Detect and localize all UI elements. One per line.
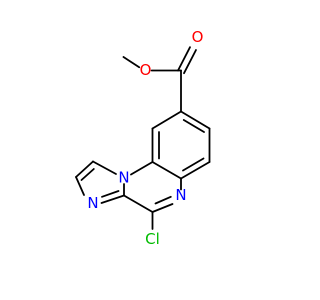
atoms: O O N N N Cl <box>87 28 203 248</box>
atom-n-pyrazine: N <box>175 186 186 204</box>
atom-chlorine: Cl <box>145 230 160 248</box>
bonds <box>75 46 211 230</box>
bond-c8-c7-inner <box>182 119 205 133</box>
bond-c9a-nbridge <box>130 161 154 176</box>
bond-c5a-c9a <box>151 161 182 180</box>
bond-nimidazole-c3a-inner <box>101 190 120 198</box>
bond-npyrazine-c4 <box>151 203 174 213</box>
bond-c6-c5a-inner <box>182 157 205 172</box>
bond-c8-c7 <box>180 110 211 130</box>
atom-o-ether: O <box>140 61 152 79</box>
bond-c9-c8 <box>151 110 182 130</box>
bond-methyl-o <box>122 56 141 69</box>
atom-n-bridge: N <box>118 169 129 187</box>
bond-c1-c2-inner <box>80 168 95 181</box>
atom-n-imidazole: N <box>87 194 98 212</box>
bond-carbonyl-2 <box>183 49 197 75</box>
molecule-diagram: O O N N N Cl <box>75 28 211 248</box>
bond-c1-c2 <box>75 160 94 178</box>
bond-nimidazole-c3a <box>100 194 125 204</box>
structure-canvas: O O N N N Cl <box>75 28 211 248</box>
bond-nbridge-c1 <box>92 160 117 175</box>
bond-c4-c3a <box>123 194 154 213</box>
bond-c6-c5a <box>180 161 211 180</box>
atom-o-carbonyl: O <box>192 28 204 46</box>
bond-c2-nimidazole <box>75 176 85 196</box>
bond-npyrazine-c4-inner <box>154 195 172 205</box>
bond-carbonyl-1 <box>177 46 191 72</box>
